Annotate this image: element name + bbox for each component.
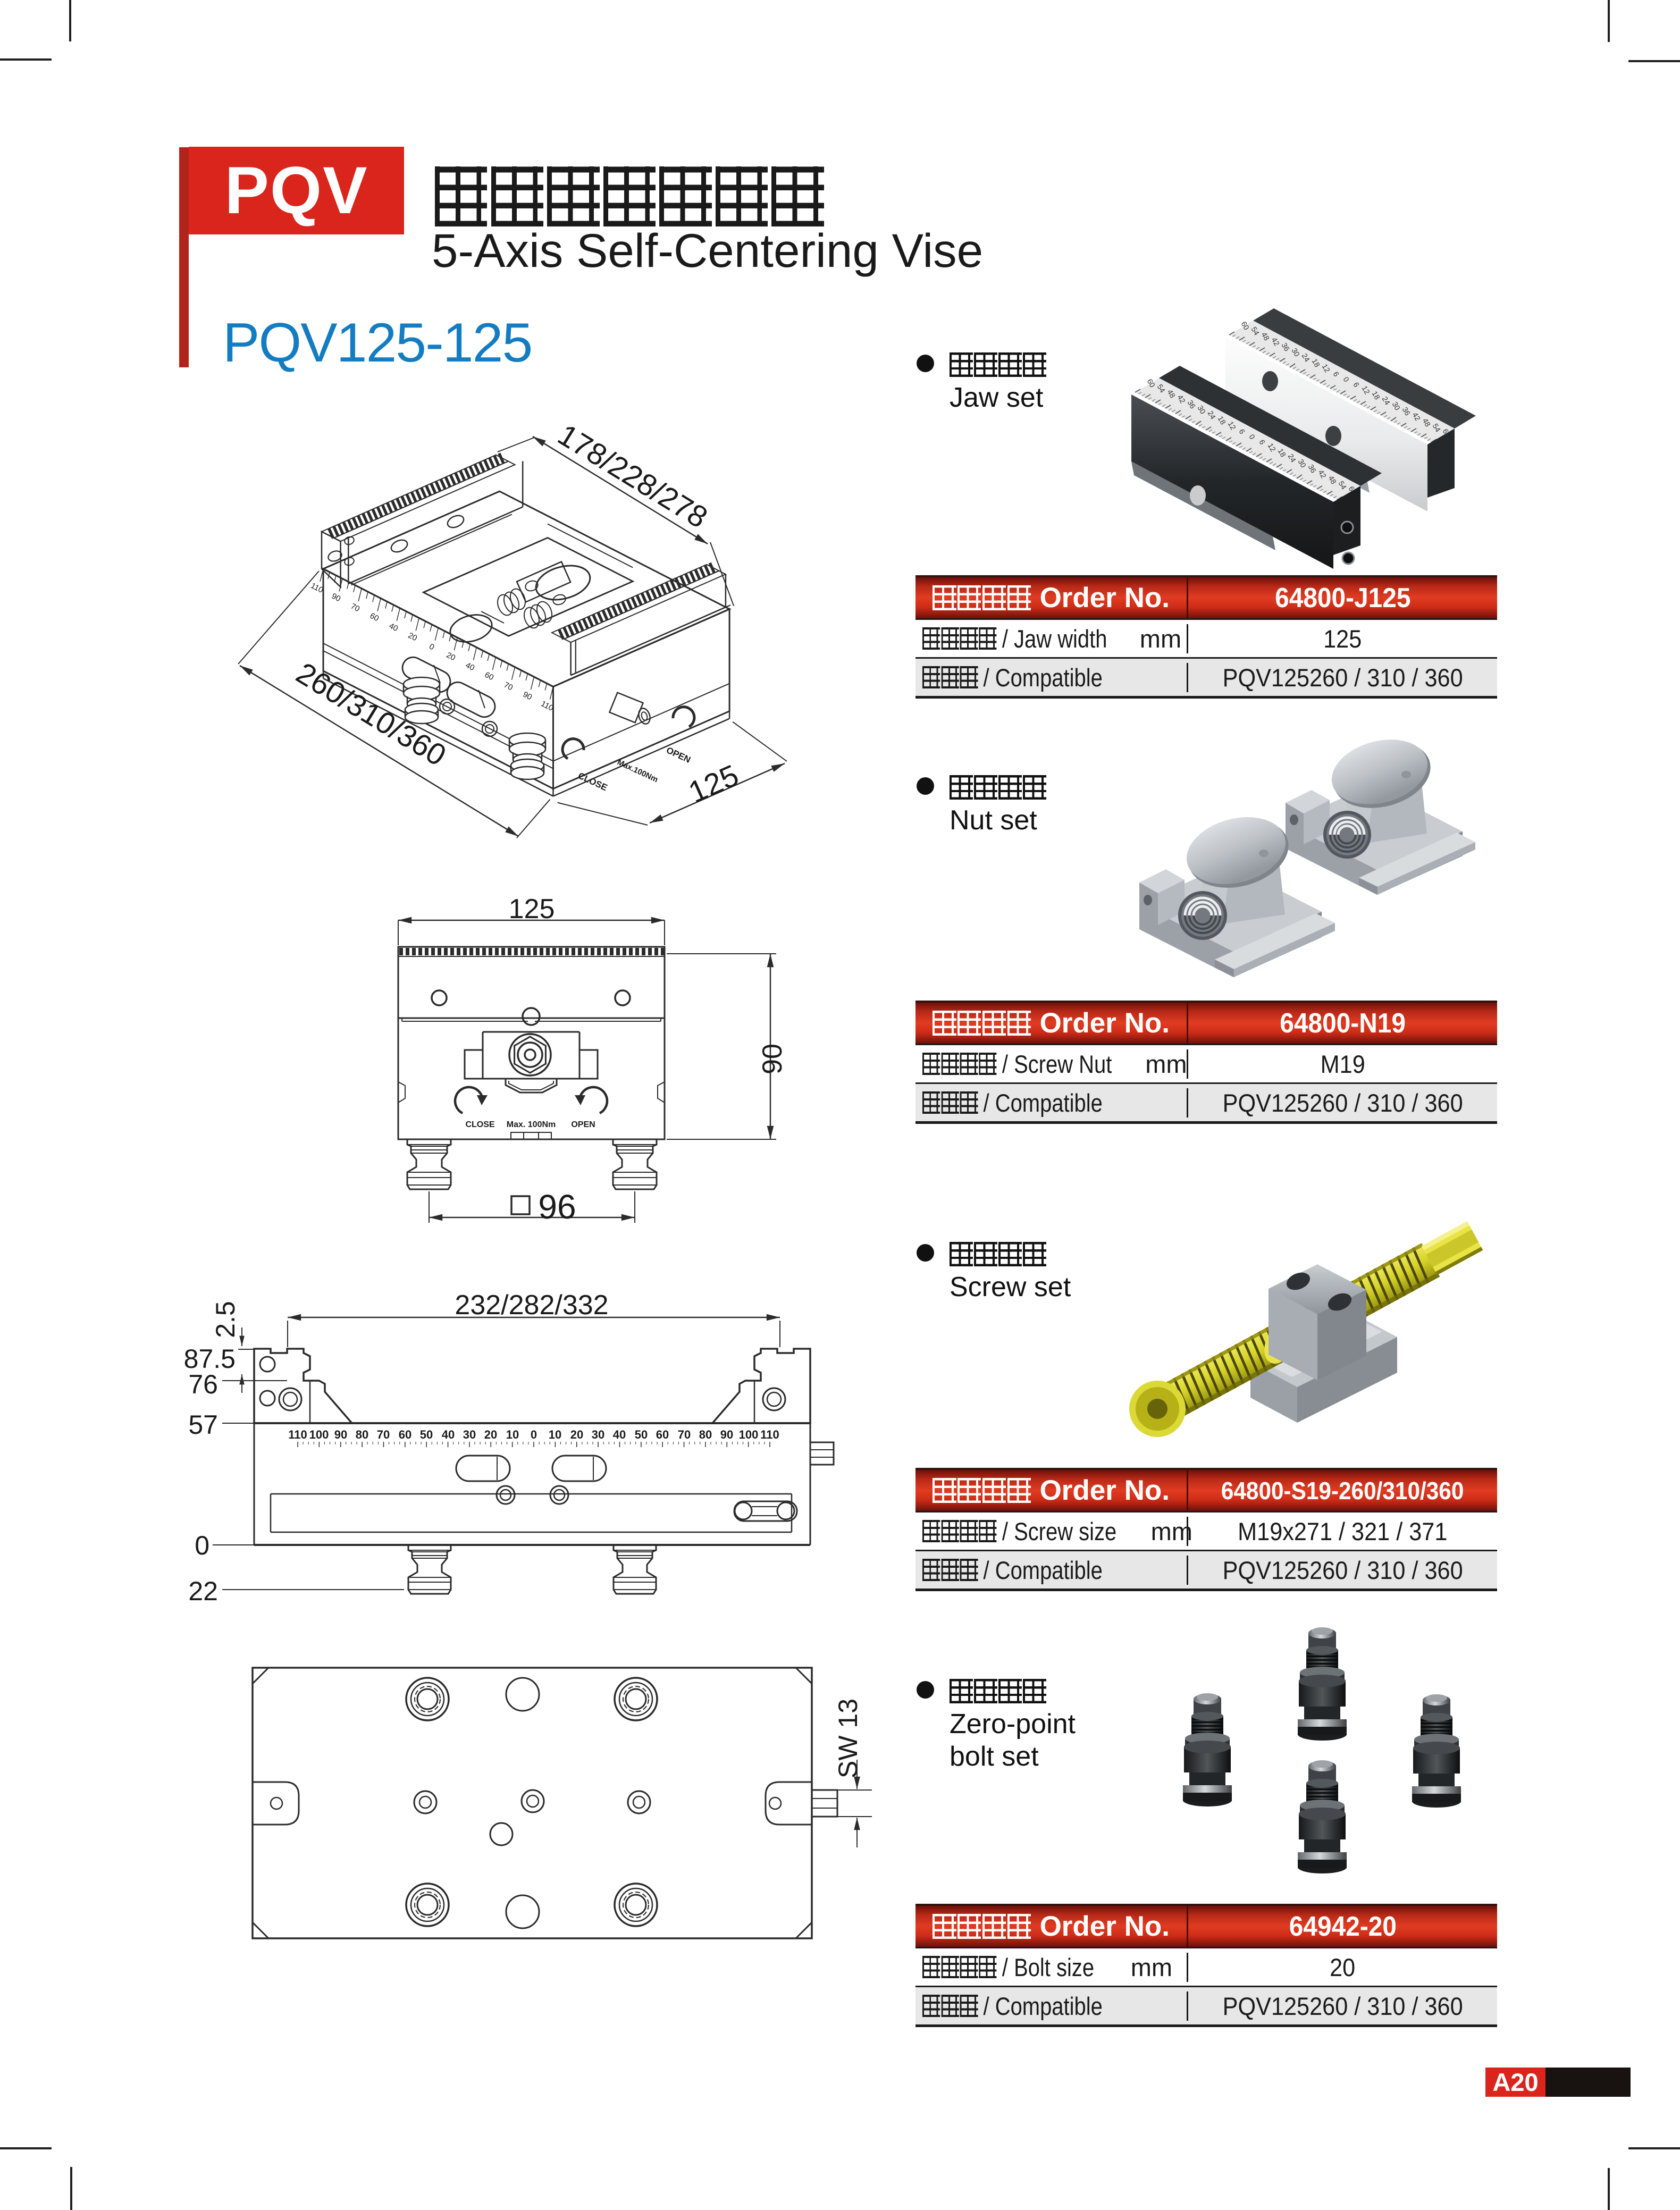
svg-text:18: 18 xyxy=(1276,447,1288,459)
svg-text:54: 54 xyxy=(1337,480,1349,491)
svg-text:110: 110 xyxy=(309,581,325,595)
svg-text:48: 48 xyxy=(1166,388,1178,400)
svg-text:0: 0 xyxy=(427,642,435,652)
svg-text:40: 40 xyxy=(464,661,476,673)
svg-text:57: 57 xyxy=(188,1410,218,1440)
svg-text:30: 30 xyxy=(463,1428,476,1441)
svg-text:42: 42 xyxy=(1317,468,1329,480)
svg-text:24: 24 xyxy=(1300,352,1312,364)
svg-text:10: 10 xyxy=(506,1428,519,1441)
svg-text:CLOSE: CLOSE xyxy=(465,1120,494,1129)
svg-text:60: 60 xyxy=(483,670,495,683)
svg-text:80: 80 xyxy=(356,1428,368,1441)
svg-text:Max.100Nm: Max.100Nm xyxy=(616,758,659,784)
svg-text:80: 80 xyxy=(699,1428,712,1441)
svg-text:48: 48 xyxy=(1260,331,1272,342)
svg-text:40: 40 xyxy=(388,621,400,634)
svg-text:Max. 100Nm: Max. 100Nm xyxy=(507,1120,556,1129)
svg-text:18: 18 xyxy=(1311,357,1322,369)
svg-text:30: 30 xyxy=(1196,404,1208,416)
svg-text:12: 12 xyxy=(1266,442,1278,453)
svg-text:125: 125 xyxy=(509,894,555,925)
svg-text:42: 42 xyxy=(1176,393,1188,405)
svg-text:24: 24 xyxy=(1287,452,1298,464)
svg-text:10: 10 xyxy=(549,1428,561,1441)
svg-text:90: 90 xyxy=(334,1428,347,1441)
svg-text:232/282/332: 232/282/332 xyxy=(455,1290,608,1321)
svg-text:90: 90 xyxy=(720,1428,733,1441)
svg-text:60: 60 xyxy=(399,1428,411,1441)
svg-text:SW 13: SW 13 xyxy=(833,1699,863,1778)
svg-text:54: 54 xyxy=(1250,325,1262,337)
svg-text:90: 90 xyxy=(330,592,342,604)
svg-text:36: 36 xyxy=(1280,341,1292,353)
svg-text:30: 30 xyxy=(592,1428,604,1441)
svg-text:96: 96 xyxy=(538,1188,576,1226)
svg-text:76: 76 xyxy=(188,1369,218,1399)
svg-text:20: 20 xyxy=(570,1428,583,1441)
svg-text:OPEN: OPEN xyxy=(571,1120,595,1129)
svg-text:30: 30 xyxy=(1391,400,1402,412)
svg-text:125: 125 xyxy=(684,758,744,810)
svg-text:40: 40 xyxy=(442,1428,455,1441)
svg-text:54: 54 xyxy=(1156,383,1167,394)
svg-text:178/228/278: 178/228/278 xyxy=(552,418,713,535)
svg-text:36: 36 xyxy=(1401,406,1413,417)
svg-text:54: 54 xyxy=(1431,422,1443,434)
svg-text:36: 36 xyxy=(1307,463,1318,475)
svg-text:48: 48 xyxy=(1327,474,1339,486)
svg-text:110: 110 xyxy=(760,1428,779,1441)
svg-text:22: 22 xyxy=(188,1576,218,1606)
svg-text:60: 60 xyxy=(1146,377,1157,389)
svg-text:60: 60 xyxy=(656,1428,669,1441)
svg-text:18: 18 xyxy=(1216,415,1228,426)
svg-text:24: 24 xyxy=(1381,395,1392,407)
svg-text:100: 100 xyxy=(739,1428,759,1441)
svg-text:0: 0 xyxy=(531,1428,537,1441)
svg-text:24: 24 xyxy=(1206,409,1218,421)
svg-text:20: 20 xyxy=(484,1428,497,1441)
svg-text:70: 70 xyxy=(678,1428,691,1441)
svg-text:42: 42 xyxy=(1270,336,1282,348)
svg-text:18: 18 xyxy=(1371,390,1382,401)
svg-text:42: 42 xyxy=(1411,411,1423,423)
svg-text:50: 50 xyxy=(420,1428,433,1441)
svg-text:60: 60 xyxy=(1240,320,1251,332)
svg-text:100: 100 xyxy=(309,1428,329,1441)
svg-text:40: 40 xyxy=(613,1428,626,1441)
svg-text:36: 36 xyxy=(1186,399,1198,410)
svg-text:60: 60 xyxy=(368,611,381,624)
svg-text:12: 12 xyxy=(1321,363,1332,374)
svg-text:48: 48 xyxy=(1421,417,1433,428)
svg-text:OPEN: OPEN xyxy=(665,745,692,765)
svg-text:30: 30 xyxy=(1290,347,1302,358)
svg-text:70: 70 xyxy=(502,680,515,693)
svg-text:2.5: 2.5 xyxy=(211,1301,240,1338)
svg-text:20: 20 xyxy=(445,651,457,663)
svg-text:90: 90 xyxy=(757,1044,788,1074)
svg-text:12: 12 xyxy=(1227,420,1238,432)
svg-text:12: 12 xyxy=(1360,384,1372,396)
svg-text:50: 50 xyxy=(635,1428,648,1441)
svg-text:20: 20 xyxy=(407,631,419,643)
svg-text:110: 110 xyxy=(288,1428,307,1441)
svg-text:70: 70 xyxy=(349,602,362,614)
svg-text:90: 90 xyxy=(522,690,534,702)
svg-text:70: 70 xyxy=(377,1428,390,1441)
svg-text:87.5: 87.5 xyxy=(184,1344,236,1374)
svg-text:0: 0 xyxy=(195,1531,209,1560)
svg-text:30: 30 xyxy=(1297,458,1308,469)
